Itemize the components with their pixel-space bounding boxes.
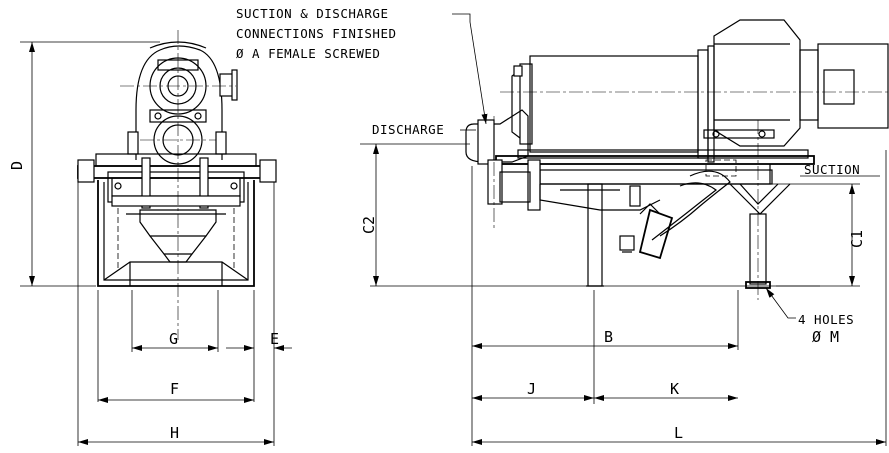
dim-label-h: H — [170, 424, 179, 442]
dim-label-c1: C1 — [848, 230, 866, 248]
dim-label-e: E — [270, 330, 279, 348]
dim-label-f: F — [170, 380, 179, 398]
dim-label-d: D — [8, 161, 26, 170]
dim-label-l: L — [674, 424, 683, 442]
callout-line-3: Ø A FEMALE SCREWED — [236, 46, 380, 61]
holes-label-line-2: Ø M — [812, 328, 839, 346]
end-view — [77, 30, 277, 340]
side-view — [465, 19, 889, 300]
end-view-extension-lines — [20, 41, 275, 446]
holes-label-line-1: 4 HOLES — [798, 312, 854, 327]
callout-line-2: CONNECTIONS FINISHED — [236, 26, 397, 41]
callout-line-1: SUCTION & DISCHARGE — [236, 6, 389, 21]
suction-label: SUCTION — [804, 162, 860, 177]
dim-label-b: B — [604, 328, 613, 346]
dim-label-j: J — [527, 380, 536, 398]
discharge-label: DISCHARGE — [372, 122, 444, 137]
dim-label-c2: C2 — [360, 216, 378, 234]
side-view-dimension-lines — [373, 144, 886, 445]
leader-lines — [452, 13, 880, 319]
dim-label-k: K — [670, 380, 679, 398]
dim-label-g: G — [169, 330, 178, 348]
end-view-dimension-lines — [29, 42, 292, 445]
side-view-extension-lines — [360, 143, 887, 446]
